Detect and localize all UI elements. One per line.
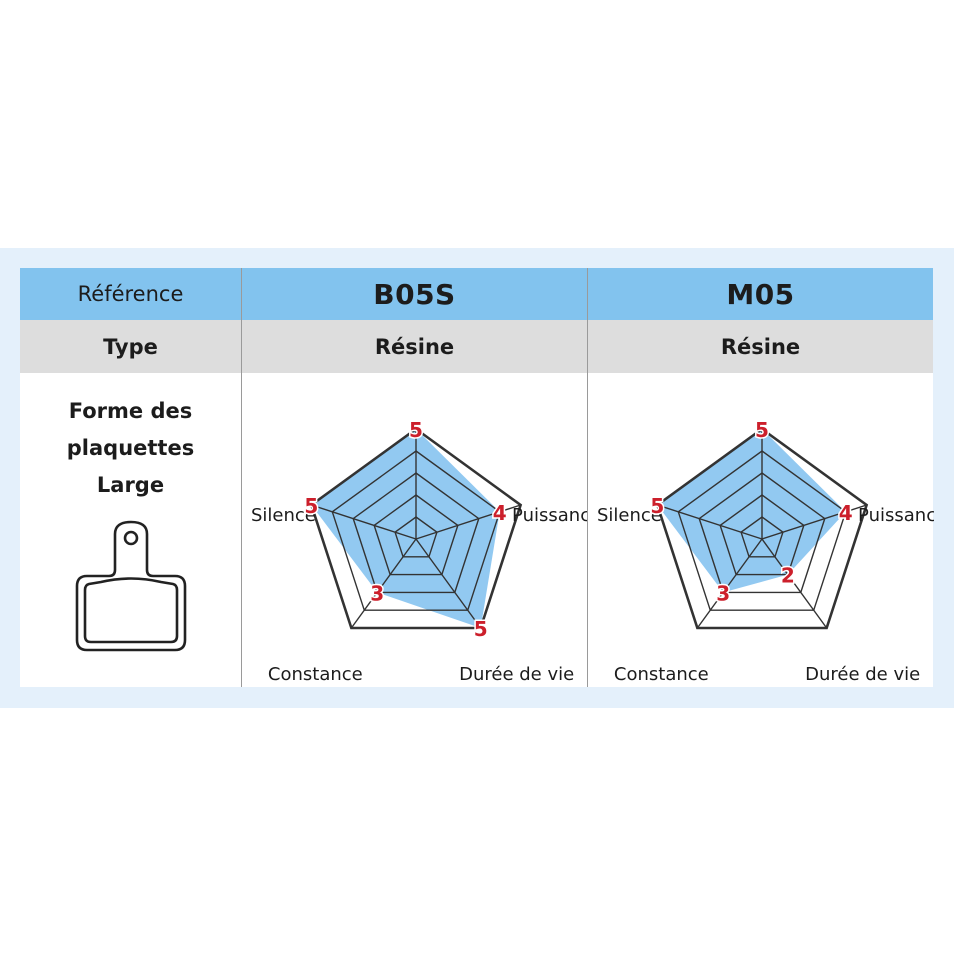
radar-score-label: 2: [781, 564, 795, 588]
radar-spoke: [657, 504, 763, 540]
pad-shape-cell: Forme des plaquettes Large: [20, 373, 241, 687]
radar-grid-ring: [352, 472, 480, 594]
pad-shape-text: Forme des plaquettes Large: [67, 393, 194, 504]
type-b05s: Résine: [241, 320, 587, 373]
radar-axis-label: Durée de vie: [805, 664, 920, 685]
radar-outer-ring: [309, 427, 523, 630]
radar-axis-label: Puissance: [858, 505, 934, 526]
radar-spoke: [415, 538, 482, 629]
radar-score-label: 3: [370, 581, 384, 605]
radar-score-label: 5: [755, 418, 769, 442]
radar-grid-ring: [331, 450, 501, 611]
radar-score-label: 3: [716, 581, 730, 605]
radar-data-area: [657, 429, 846, 593]
radar-axis-label: Constance: [268, 664, 363, 685]
radar-spoke: [350, 538, 417, 629]
radar-grid-ring: [740, 516, 784, 558]
radar-chart-m05: ModulationPuissanceDurée de vieConstance…: [597, 417, 934, 685]
radar-score-label: 5: [474, 617, 488, 641]
radar-spoke: [761, 504, 867, 540]
radar-grid-ring: [698, 472, 826, 594]
pad-shape-line-2: plaquettes: [66, 436, 195, 460]
radar-axis-label: Silence: [251, 505, 316, 526]
radar-score-label: 5: [304, 494, 318, 518]
radar-score-label: 4: [493, 501, 507, 525]
radar-spoke: [761, 538, 828, 629]
radar-spoke: [415, 504, 521, 540]
model-m05-header: M05: [587, 268, 933, 320]
comparison-table: Référence B05S M05 Type Résine Résine Fo…: [20, 268, 934, 687]
pad-shape-line-1: Forme des: [68, 399, 193, 423]
reference-header: Référence: [20, 268, 241, 320]
radar-grid-ring: [677, 450, 847, 611]
radar-cell-b05s: ModulationPuissanceDurée de vieConstance…: [241, 373, 588, 687]
radar-outer-ring: [655, 427, 869, 630]
radar-grid-ring: [719, 494, 805, 576]
radar-grid-ring: [373, 494, 459, 576]
radar-cell-m05: ModulationPuissanceDurée de vieConstance…: [587, 373, 934, 687]
pad-shape-line-3: Large: [96, 473, 165, 497]
radar-axis-label: Silence: [597, 505, 662, 526]
radar-data-area: [311, 429, 500, 628]
radar-score-label: 4: [839, 501, 853, 525]
radar-axis-label: Puissance: [512, 505, 588, 526]
radar-spoke: [696, 538, 763, 629]
radar-score-label: 5: [409, 418, 423, 442]
radar-chart-b05s: ModulationPuissanceDurée de vieConstance…: [251, 417, 588, 685]
type-label: Type: [20, 320, 241, 373]
radar-score-label: 5: [650, 494, 664, 518]
radar-spoke: [311, 504, 417, 540]
brake-pad-icon: [75, 520, 186, 652]
type-m05: Résine: [587, 320, 933, 373]
radar-axis-label: Constance: [614, 664, 709, 685]
radar-grid-ring: [394, 516, 438, 558]
radar-axis-label: Durée de vie: [459, 664, 574, 685]
model-b05s-header: B05S: [241, 268, 587, 320]
